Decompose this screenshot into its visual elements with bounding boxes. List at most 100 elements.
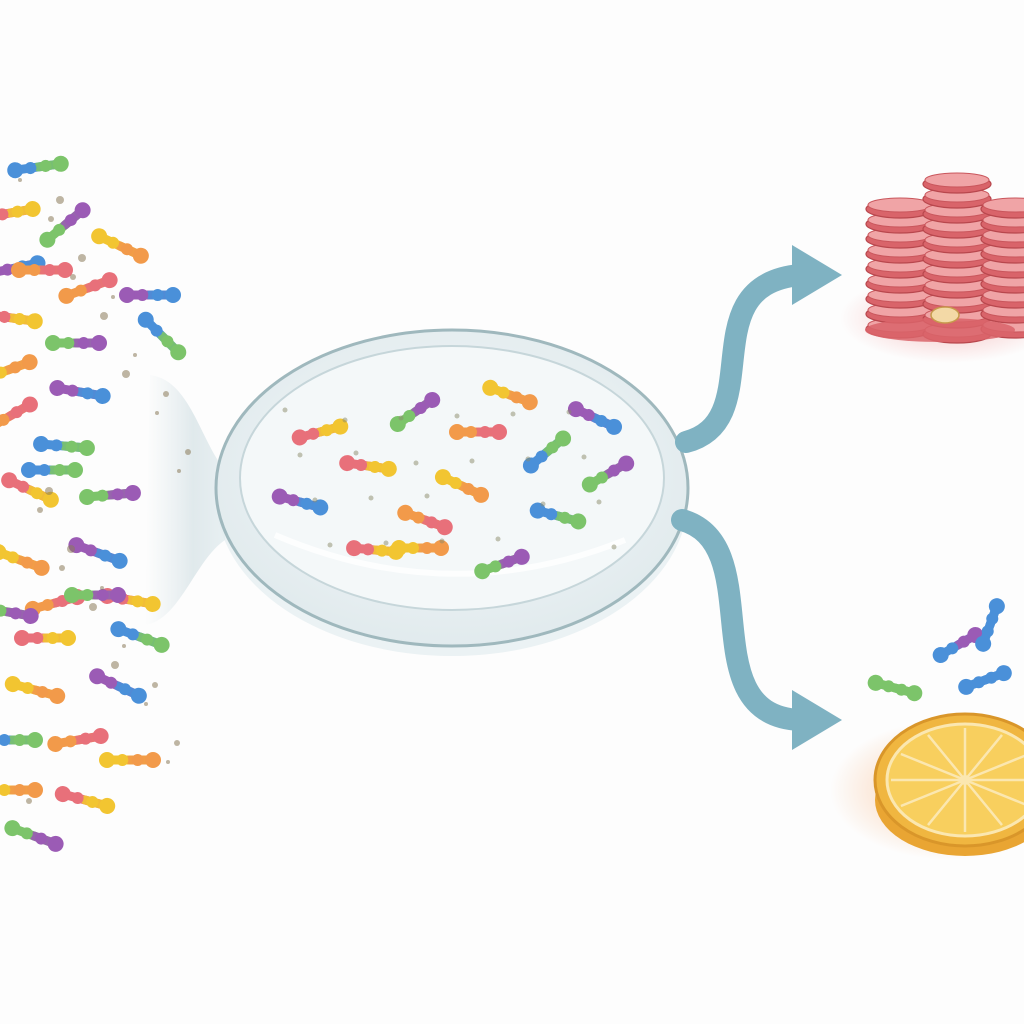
chain-molecule-icon bbox=[0, 310, 43, 330]
speck bbox=[282, 407, 288, 413]
chain-molecule-icon bbox=[958, 665, 1012, 695]
speck bbox=[312, 497, 318, 503]
orange-slice-icon bbox=[830, 712, 1024, 860]
speck bbox=[26, 798, 32, 804]
chain-molecule-icon bbox=[1, 472, 59, 508]
speck bbox=[70, 274, 76, 280]
speck bbox=[185, 449, 191, 455]
chain-molecule-icon bbox=[7, 155, 69, 179]
speck bbox=[383, 540, 389, 546]
speck bbox=[413, 460, 419, 466]
speck bbox=[327, 542, 333, 548]
speck bbox=[525, 456, 531, 462]
chain-molecule-icon bbox=[33, 435, 95, 457]
segment-line bbox=[964, 734, 1003, 781]
chain-molecule-icon bbox=[291, 418, 349, 446]
chain-molecule-icon bbox=[14, 630, 76, 646]
chain-molecule-icon bbox=[434, 469, 490, 503]
speck bbox=[45, 487, 53, 495]
speck bbox=[424, 493, 430, 499]
chain-molecule-icon bbox=[39, 202, 91, 248]
stack-column bbox=[865, 197, 935, 339]
segment-line bbox=[927, 734, 966, 781]
chain-molecule-icon bbox=[49, 380, 111, 404]
speck bbox=[111, 295, 115, 299]
lower-flow-arrow bbox=[671, 509, 842, 750]
chain-molecule-icon bbox=[522, 430, 572, 474]
chain-molecule-icon bbox=[581, 455, 635, 493]
chain-molecule-icon bbox=[45, 335, 107, 351]
speck bbox=[100, 312, 108, 320]
chain-molecule-icon bbox=[68, 537, 128, 569]
chain-molecule-icon bbox=[0, 544, 50, 576]
speck bbox=[111, 661, 119, 669]
segment-line bbox=[964, 778, 1024, 806]
orange-center bbox=[960, 775, 970, 785]
chain-molecule-icon bbox=[474, 548, 530, 580]
speck bbox=[510, 411, 516, 417]
speck bbox=[163, 391, 169, 397]
stack-base bbox=[865, 318, 1015, 342]
speck bbox=[353, 450, 359, 456]
speck bbox=[469, 458, 475, 464]
chain-molecule-icon bbox=[58, 272, 118, 304]
speck bbox=[89, 603, 97, 611]
protein-stack-icon bbox=[840, 172, 1024, 363]
chain-molecule-icon bbox=[339, 455, 397, 477]
chain-molecule-icon bbox=[11, 262, 73, 278]
speck bbox=[342, 417, 348, 423]
chain-molecule-icon bbox=[482, 379, 538, 411]
segment-line bbox=[964, 754, 1024, 782]
speck bbox=[174, 740, 180, 746]
speck bbox=[596, 499, 602, 505]
chain-molecule-icon bbox=[271, 488, 329, 516]
speck bbox=[37, 507, 43, 513]
speck bbox=[56, 196, 64, 204]
chain-molecule-icon bbox=[0, 396, 38, 432]
chain-molecule-icon bbox=[0, 354, 38, 383]
speck bbox=[67, 545, 75, 553]
funnel-shape bbox=[145, 375, 225, 625]
segment-line bbox=[900, 778, 966, 808]
chain-molecule-icon bbox=[975, 598, 1005, 652]
speck bbox=[297, 452, 303, 458]
chain-molecule-icon bbox=[119, 287, 181, 303]
chain-molecule-icon bbox=[110, 621, 170, 653]
chain-molecule-icon bbox=[137, 311, 187, 361]
chain-molecule-icon bbox=[47, 728, 109, 752]
speck bbox=[368, 495, 374, 501]
speck bbox=[122, 644, 126, 648]
dish-molecules bbox=[271, 379, 635, 580]
chain-molecule-icon bbox=[21, 462, 83, 478]
chain-molecule-icon bbox=[91, 228, 149, 264]
speck bbox=[495, 536, 501, 542]
chain-molecule-icon bbox=[567, 401, 623, 435]
speck bbox=[177, 469, 181, 473]
chain-molecule-icon bbox=[397, 504, 453, 536]
chain-molecule-icon bbox=[89, 668, 147, 704]
chain-molecule-icon bbox=[867, 674, 923, 702]
chain-molecule-icon bbox=[4, 676, 66, 704]
molecule-stream bbox=[0, 155, 191, 852]
chain-molecule-icon bbox=[0, 782, 43, 798]
chain-molecule-icon bbox=[54, 786, 116, 814]
speck bbox=[454, 413, 460, 419]
chain-molecule-icon bbox=[79, 484, 141, 506]
released-molecules bbox=[867, 598, 1012, 702]
segment-line bbox=[927, 779, 966, 826]
chain-molecule-icon bbox=[0, 603, 39, 624]
speck bbox=[540, 501, 546, 507]
segment-line bbox=[900, 752, 966, 782]
speck bbox=[439, 538, 445, 544]
upper-flow-arrow bbox=[675, 245, 842, 453]
speck bbox=[78, 254, 86, 262]
chain-molecule-icon bbox=[0, 201, 41, 222]
speck bbox=[144, 702, 148, 706]
speck bbox=[581, 454, 587, 460]
chain-molecule-icon bbox=[529, 502, 587, 530]
chain-molecule-icon bbox=[389, 391, 441, 433]
chain-molecule-icon bbox=[391, 540, 449, 556]
speck bbox=[18, 178, 22, 182]
speck bbox=[611, 544, 617, 550]
